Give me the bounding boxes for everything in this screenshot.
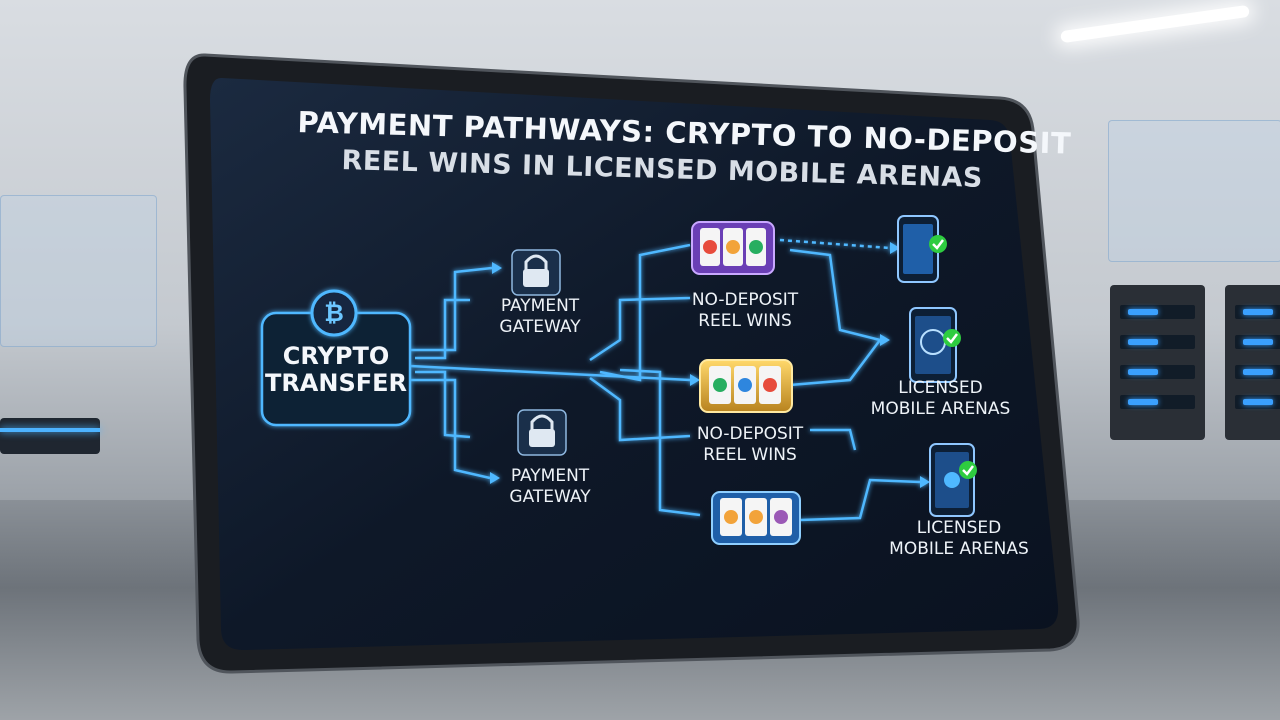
- slot-machine-icon: [691, 221, 775, 275]
- no-deposit-reel-wins-label: NO-DEPOSIT REEL WINS: [691, 290, 799, 331]
- server-rack: [1110, 285, 1205, 440]
- connector-lines: [409, 238, 921, 522]
- slot-machine-icon: [711, 491, 801, 545]
- licensed-mobile-arenas-label: LICENSED MOBILE ARENAS: [889, 518, 1029, 559]
- no-deposit-reel-wins-label: NO-DEPOSIT REEL WINS: [696, 424, 804, 465]
- svg-text:₿: ₿: [324, 299, 344, 327]
- licensed-mobile-arenas-label: LICENSED MOBILE ARENAS: [870, 378, 1011, 419]
- payment-gateway-label: PAYMENT GATEWAY: [499, 296, 581, 337]
- slot-machine-icon: [699, 359, 793, 413]
- server-rack: [1225, 285, 1280, 440]
- arrow-heads: [490, 242, 930, 488]
- crypto-transfer-node: ₿: [260, 289, 412, 427]
- desk-device: [0, 418, 100, 454]
- lock-icon: [511, 249, 561, 296]
- tablet-screen: [210, 77, 1059, 651]
- wall-hologram-panel-right: [1108, 120, 1280, 262]
- wall-hologram-panel-left: [0, 195, 157, 347]
- smartphone-check-icon: [929, 443, 977, 517]
- smartphone-check-icon: [897, 215, 947, 283]
- payment-gateway-label: PAYMENT GATEWAY: [509, 466, 591, 507]
- bitcoin-icon: [310, 289, 358, 337]
- smartphone-check-icon: [909, 307, 961, 383]
- lock-icon: [517, 409, 567, 456]
- crypto-transfer-label: CRYPTO TRANSFER: [264, 342, 408, 397]
